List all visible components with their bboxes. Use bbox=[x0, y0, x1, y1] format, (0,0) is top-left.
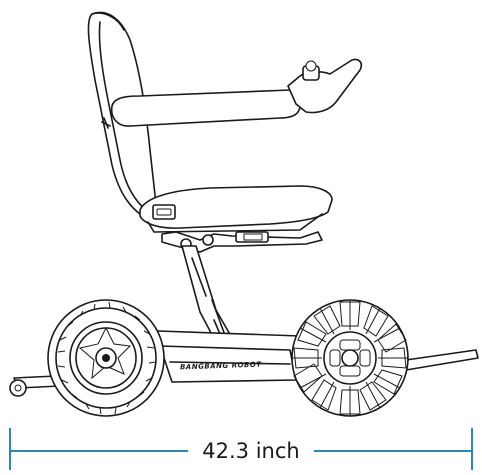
front-drive-wheel bbox=[47, 299, 165, 417]
seat-cushion bbox=[139, 185, 333, 233]
dimension-label: 42.3 inch bbox=[188, 438, 314, 464]
rear-omni-wheel bbox=[291, 299, 409, 417]
armrest bbox=[101, 58, 363, 129]
frame bbox=[9, 231, 479, 397]
front-caster-wheel bbox=[9, 379, 27, 397]
width-dimension bbox=[9, 428, 473, 470]
seat-latch bbox=[152, 204, 176, 220]
